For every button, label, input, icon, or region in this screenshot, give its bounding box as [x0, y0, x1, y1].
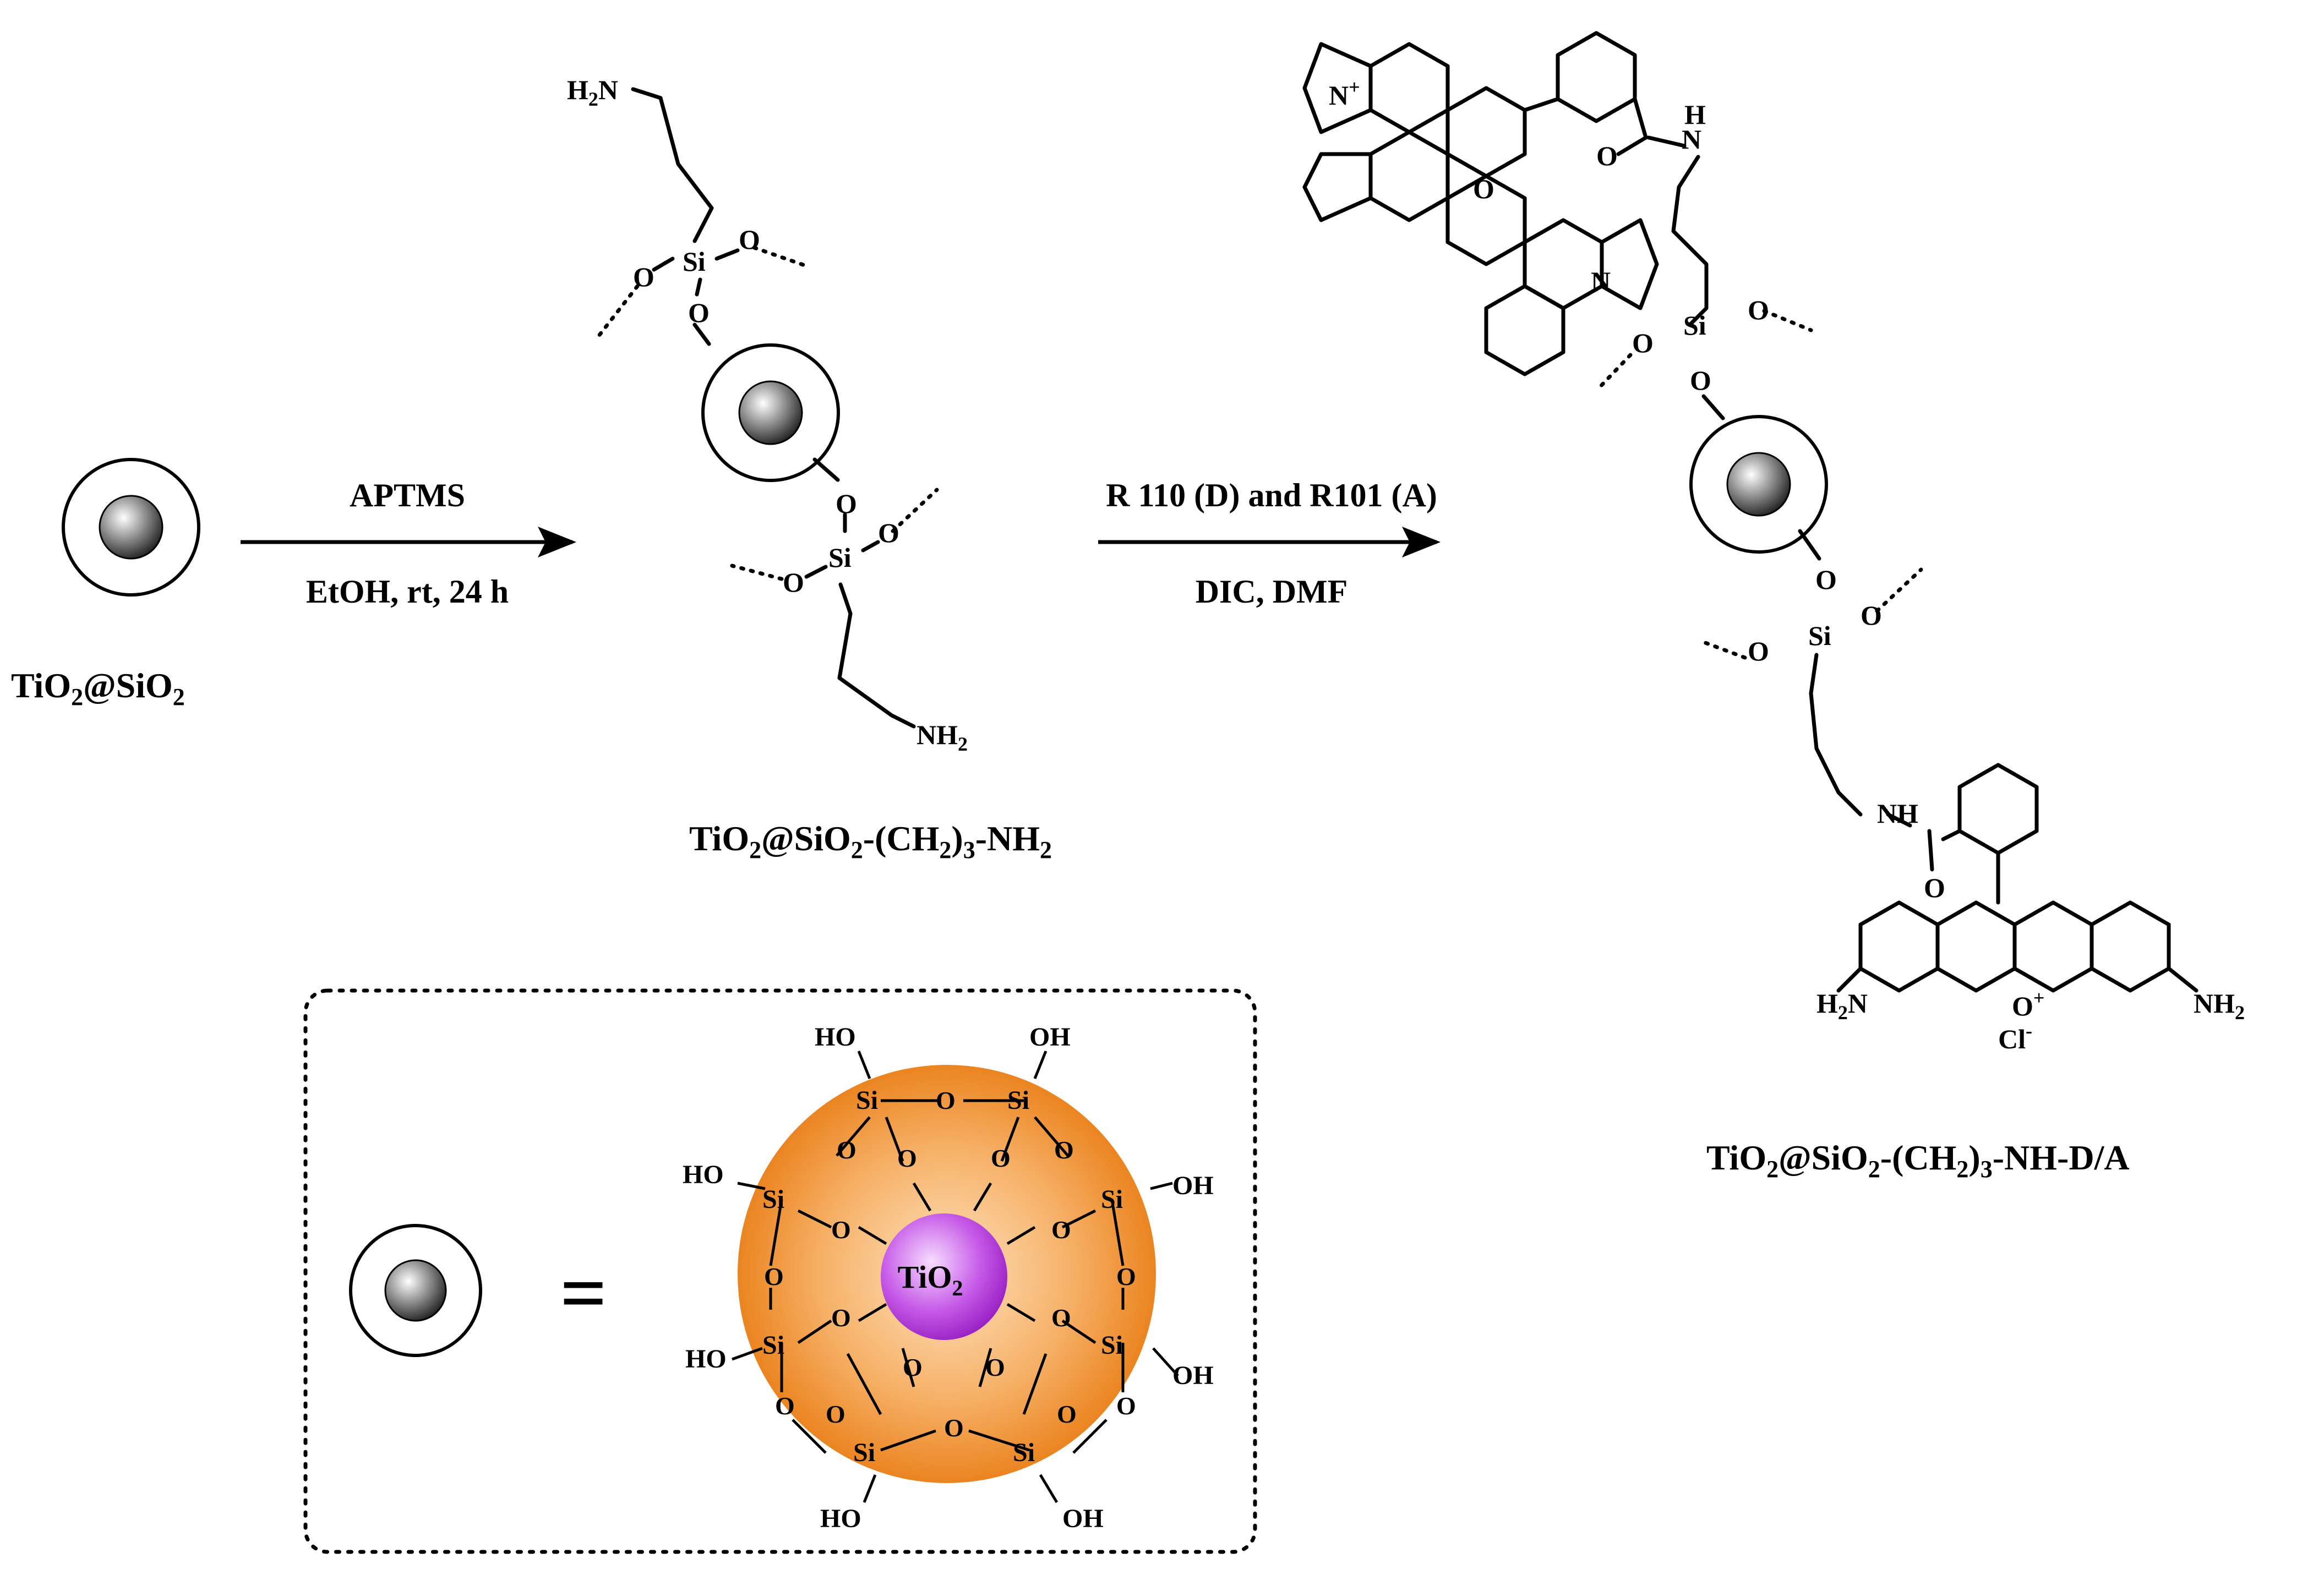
svg-text:Si: Si	[1013, 1438, 1035, 1467]
svg-text:HO: HO	[685, 1344, 727, 1374]
legend-particle-icon	[349, 1224, 482, 1357]
core-label: TiO2	[898, 1259, 963, 1300]
svg-text:O: O	[1116, 1262, 1136, 1290]
step1-conditions: EtOH, rt, 24 h	[306, 573, 509, 610]
svg-text:O: O	[1815, 564, 1837, 595]
svg-text:O: O	[836, 488, 857, 519]
svg-text:O: O	[903, 1353, 923, 1381]
svg-text:O: O	[1051, 1304, 1071, 1332]
svg-text:HO: HO	[683, 1160, 724, 1189]
svg-text:Si: Si	[1101, 1185, 1123, 1214]
svg-text:O: O	[1054, 1136, 1074, 1164]
svg-text:Si: Si	[683, 246, 706, 277]
svg-text:H2N: H2N	[1816, 988, 1868, 1024]
svg-text:Si: Si	[856, 1086, 878, 1115]
silica-shell-sphere: TiO2 Si Si Si Si Si Si Si Si O O O O O O…	[683, 1022, 1214, 1533]
svg-text:H: H	[1684, 99, 1706, 130]
svg-text:OH: OH	[1172, 1361, 1214, 1390]
svg-text:O: O	[1690, 365, 1711, 396]
product-structure: N+ N O O N H Si O O O O Si O O	[1302, 31, 2245, 1054]
step1-reagent: APTMS	[350, 477, 465, 513]
svg-text:O+: O+	[2012, 987, 2044, 1021]
svg-text:Si: Si	[762, 1185, 784, 1214]
svg-text:O: O	[688, 297, 710, 328]
svg-text:Si: Si	[1808, 620, 1831, 651]
legend-box: =	[303, 988, 1257, 1554]
intermediate-label: TiO2@SiO2-(CH2)3-NH2	[689, 819, 1052, 863]
r110-dye: NH O H2N O+ NH2 Cl-	[1816, 763, 2245, 1054]
svg-text:NH2: NH2	[2194, 988, 2245, 1024]
svg-text:O: O	[1473, 173, 1494, 204]
svg-text:NH2: NH2	[916, 719, 968, 755]
svg-text:Si: Si	[853, 1438, 875, 1467]
svg-text:O: O	[831, 1216, 851, 1244]
svg-text:O: O	[826, 1400, 845, 1428]
svg-text:O: O	[764, 1262, 784, 1290]
svg-text:O: O	[633, 261, 654, 292]
svg-text:Si: Si	[762, 1331, 784, 1360]
svg-text:Cl-: Cl-	[1998, 1020, 2032, 1054]
product-label: TiO2@SiO2-(CH2)3-NH-D/A	[1706, 1138, 2130, 1183]
svg-text:O: O	[1748, 636, 1769, 666]
r101-dye: N+ N O O N H	[1302, 31, 1709, 376]
svg-text:O: O	[1596, 140, 1618, 171]
svg-text:O: O	[1051, 1216, 1071, 1244]
svg-text:H2N: H2N	[567, 74, 618, 110]
svg-text:Si: Si	[1007, 1086, 1029, 1115]
step2-conditions: DIC, DMF	[1196, 573, 1348, 610]
svg-text:O: O	[783, 567, 804, 598]
svg-text:OH: OH	[1029, 1022, 1071, 1052]
svg-text:O: O	[1057, 1400, 1077, 1428]
svg-text:O: O	[775, 1392, 795, 1420]
svg-text:O: O	[936, 1086, 956, 1114]
svg-text:NH: NH	[1877, 798, 1918, 829]
svg-text:O: O	[944, 1414, 964, 1442]
svg-text:O: O	[1924, 872, 1945, 903]
svg-text:O: O	[1632, 327, 1654, 358]
svg-text:O: O	[878, 517, 899, 548]
svg-text:O: O	[831, 1304, 851, 1332]
svg-text:Si: Si	[1683, 310, 1706, 341]
svg-text:O: O	[985, 1353, 1005, 1381]
svg-text:OH: OH	[1062, 1504, 1104, 1533]
svg-text:Si: Si	[1101, 1331, 1123, 1360]
intermediate-structure: H2N Si O O O O Si O O NH2	[567, 74, 968, 755]
svg-text:Si: Si	[828, 542, 852, 573]
start-label: TiO2@SiO2	[11, 666, 185, 710]
legend-equals: =	[560, 1248, 607, 1339]
svg-text:N: N	[1682, 124, 1701, 155]
svg-text:O: O	[739, 224, 760, 255]
svg-text:HO: HO	[815, 1022, 856, 1052]
svg-text:OH: OH	[1172, 1171, 1214, 1200]
svg-text:HO: HO	[820, 1504, 861, 1533]
svg-text:N: N	[1591, 266, 1611, 297]
svg-text:O: O	[1116, 1392, 1136, 1420]
svg-text:O: O	[837, 1136, 857, 1164]
svg-text:O: O	[897, 1144, 917, 1172]
svg-text:O: O	[991, 1144, 1011, 1172]
svg-text:O: O	[1861, 600, 1882, 631]
svg-text:N+: N+	[1329, 76, 1360, 111]
step2-reagent: R 110 (D) and R101 (A)	[1106, 477, 1437, 513]
start-particle	[62, 458, 200, 597]
